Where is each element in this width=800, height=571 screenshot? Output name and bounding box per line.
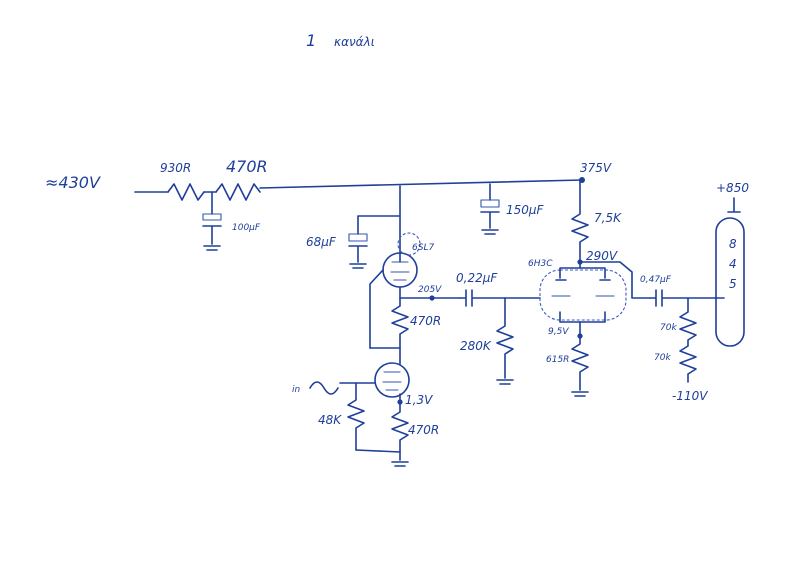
- resistor-470r-mid-label: 470R: [410, 314, 441, 328]
- crt-pin-4: 4: [729, 257, 737, 271]
- resistor-7k5-label: 7,5K: [594, 211, 622, 225]
- resistor-280k: [496, 297, 514, 385]
- title-text: κανάλι: [334, 35, 375, 49]
- crt-hv-lead: [727, 197, 741, 213]
- main-supply-rail: [259, 179, 583, 189]
- tube-6h3c-cathodes: [559, 311, 606, 323]
- resistor-7k5: [571, 179, 589, 263]
- resistor-615r-label: 615R: [546, 355, 569, 365]
- tube-6h3c-label: 6H3C: [528, 259, 553, 269]
- resistor-470r-supply-label: 470R: [226, 157, 268, 176]
- resistor-48k: [347, 382, 365, 451]
- tube-6sl7-lower: [374, 362, 410, 398]
- cap-150uf-ground: [480, 211, 500, 235]
- resistor-48k-label: 48K: [318, 413, 342, 427]
- resistor-930r: [167, 183, 205, 201]
- tube-6h3c-plates: [559, 267, 606, 279]
- crt-pin-5: 5: [729, 277, 737, 291]
- title-number: 1: [306, 31, 316, 50]
- node-plus850-label: +850: [716, 181, 749, 195]
- cap-022uf: [459, 289, 541, 307]
- tube-6sl7-heater: [397, 232, 421, 256]
- resistor-70k-upper-label: 70k: [660, 323, 677, 333]
- cap-68uf-lead: [357, 215, 401, 235]
- resistor-divider-70k: [679, 297, 697, 383]
- cap-68uf-body: [348, 233, 368, 242]
- node-13v-label: 1,3V: [405, 393, 433, 407]
- node-375v-label: 375V: [580, 161, 612, 175]
- resistor-470r-cathode-label: 470R: [408, 423, 439, 437]
- tube-6sl7-label: 6SL7: [412, 243, 434, 253]
- input-label: in: [292, 385, 301, 395]
- resistor-470r-mid: [391, 297, 409, 349]
- cap-100uf-ground: [202, 225, 222, 251]
- stage1-grid-link: [369, 269, 384, 349]
- node-minus110v-label: -110V: [672, 389, 708, 403]
- resistor-470r-cathode: [391, 401, 409, 453]
- cap-100uf-label: 100μF: [232, 223, 261, 233]
- node-205v-label: 205V: [418, 285, 442, 295]
- tube-6sl7-upper-electrodes: [390, 261, 410, 281]
- resistor-615r: [571, 335, 589, 397]
- cap-047uf-label: 0,47μF: [640, 275, 672, 285]
- cap-150uf-label: 150μF: [506, 203, 545, 217]
- cap-100uf-body: [202, 213, 222, 221]
- node-290v-label: 290V: [586, 249, 618, 263]
- crt-tube: [715, 217, 745, 347]
- input-sine-icon: [309, 381, 339, 395]
- input-voltage-label: ≈430V: [45, 173, 101, 192]
- crt-pin-8: 8: [729, 237, 737, 251]
- cap-68uf-label: 68μF: [306, 235, 337, 249]
- cap-022uf-label: 0,22μF: [456, 271, 498, 285]
- resistor-470r-supply: [215, 183, 261, 201]
- resistor-70k-lower-label: 70k: [654, 353, 671, 363]
- resistor-280k-label: 280K: [460, 339, 492, 353]
- node-95v-label: 9,5V: [548, 327, 569, 337]
- stage2-ground: [355, 449, 409, 467]
- cap-047uf: [649, 289, 725, 307]
- cap-150uf-body: [480, 199, 500, 208]
- tube-6h3c-envelope: [539, 269, 627, 321]
- cap-68uf-ground: [348, 245, 368, 269]
- stage3-output-wire: [579, 261, 651, 299]
- resistor-930r-label: 930R: [160, 161, 191, 175]
- tube-6sl7-lower-electrodes: [382, 371, 402, 391]
- stage2-anode-link: [369, 347, 401, 365]
